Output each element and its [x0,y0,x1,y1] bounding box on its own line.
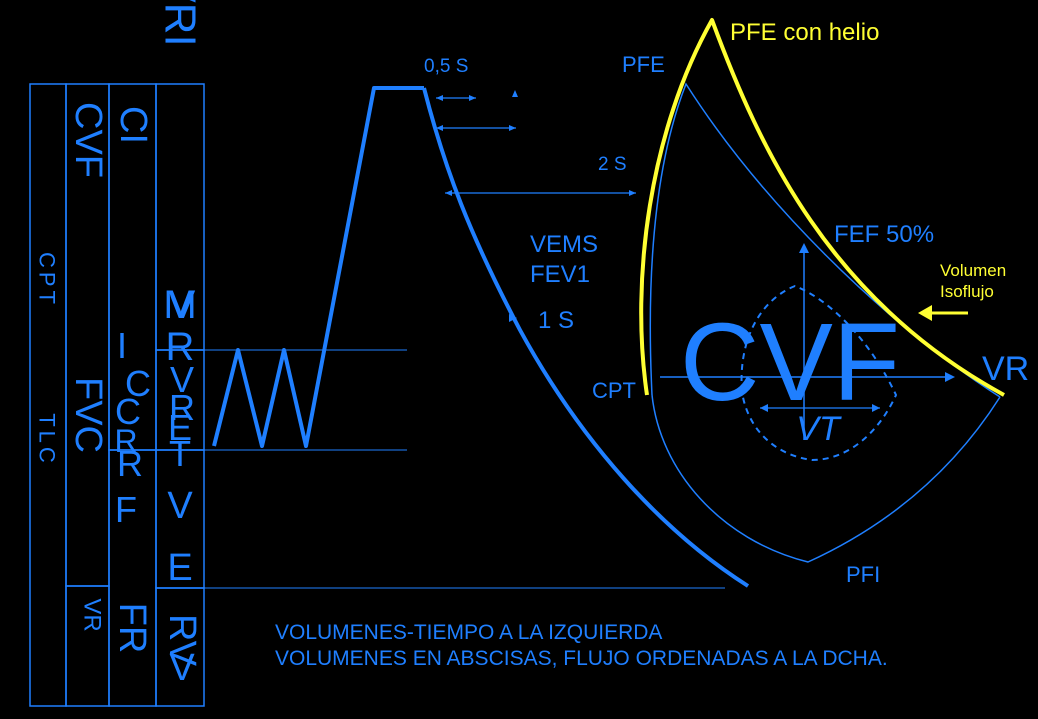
stack-letter: E [168,407,192,448]
label-cvf-big: CVF [680,301,900,424]
label-ci-vertical: CI [112,106,154,144]
label-cpt-vertical: CPT [35,252,60,308]
label-isoflujo-1: Volumen [940,261,1006,280]
arrowhead [469,95,476,101]
label-pfi: PFI [846,562,880,587]
column-tlc-box [29,83,67,707]
flow-axis-arrow [799,243,809,253]
stack-letter: R [114,423,137,459]
marker-1s [509,314,517,322]
label-pfe: PFE [622,52,665,77]
label-rv-letters: RV [161,614,203,667]
caption-line-1: VOLUMENES-TIEMPO A LA IZQUIERDA [275,621,662,644]
column-rv2-box [155,587,205,707]
arrowhead [629,190,636,196]
label-vri-vertical: VRI [156,0,205,47]
stack-letter: C [125,363,151,404]
spirogram [160,86,750,589]
label-fvc-vertical: FVC [67,377,109,453]
stack-letter: I [117,325,127,366]
label-tlc-vertical: TLC [35,413,60,467]
flow-volume-loop [639,18,1005,563]
marker-triangle [512,90,518,97]
label-vr-vertical: VR [79,598,106,631]
caption-line-2: VOLUMENES EN ABSCISAS, FLUJO ORDENADAS A… [275,647,888,670]
label-1s: 1 S [538,307,574,334]
stack-letter: V [170,359,194,400]
label-v-letter: V [169,647,195,689]
volume-columns [29,83,205,707]
stack-letter: R [169,387,195,428]
helium-flow-curve [639,18,1005,397]
arrowhead [436,95,443,101]
tidal-volume-loop [740,284,898,462]
arrowhead [509,125,516,131]
label-fev1: FEV1 [530,261,590,288]
label-isoflujo-2: Isoflujo [940,282,994,301]
label-cpt: CPT [592,378,636,403]
label-vr: VR [982,350,1029,388]
label-2s: 2 S [598,154,627,175]
arrowhead [436,125,443,131]
label-vt: VT [796,410,842,448]
isoflow-arrowhead [918,305,932,321]
label-vems: VEMS [530,231,598,258]
tidal-and-inspiration-trace [212,86,424,448]
label-cvf-vertical: CVF [67,102,109,178]
label-fef50: FEF 50% [834,221,934,248]
label-05s: 0,5 S [424,56,468,77]
inspiratory-flow-curve [651,394,1001,563]
stack-letter: V [169,283,196,327]
label-pfe-helio: PFE con helio [730,19,879,46]
arrowhead [445,190,452,196]
arrowhead [872,404,880,412]
stack-letter: R [166,325,195,369]
label-mvrv-stack: M V R V E R T V [163,283,196,527]
stack-letter: T [169,433,191,474]
volume-axis-arrow [945,372,955,382]
stack-letter: M [163,283,196,327]
stack-letter: R [117,443,143,484]
label-icrf-stack: I C C R R F [114,325,151,530]
stack-letter: C [115,391,141,432]
label-fr-vertical: FR [111,603,153,654]
arrowhead [760,404,768,412]
stack-letter: F [115,489,137,530]
forced-expiration-trace [422,87,750,588]
label-e-letter: E [167,547,192,589]
stack-letter: V [167,485,193,527]
